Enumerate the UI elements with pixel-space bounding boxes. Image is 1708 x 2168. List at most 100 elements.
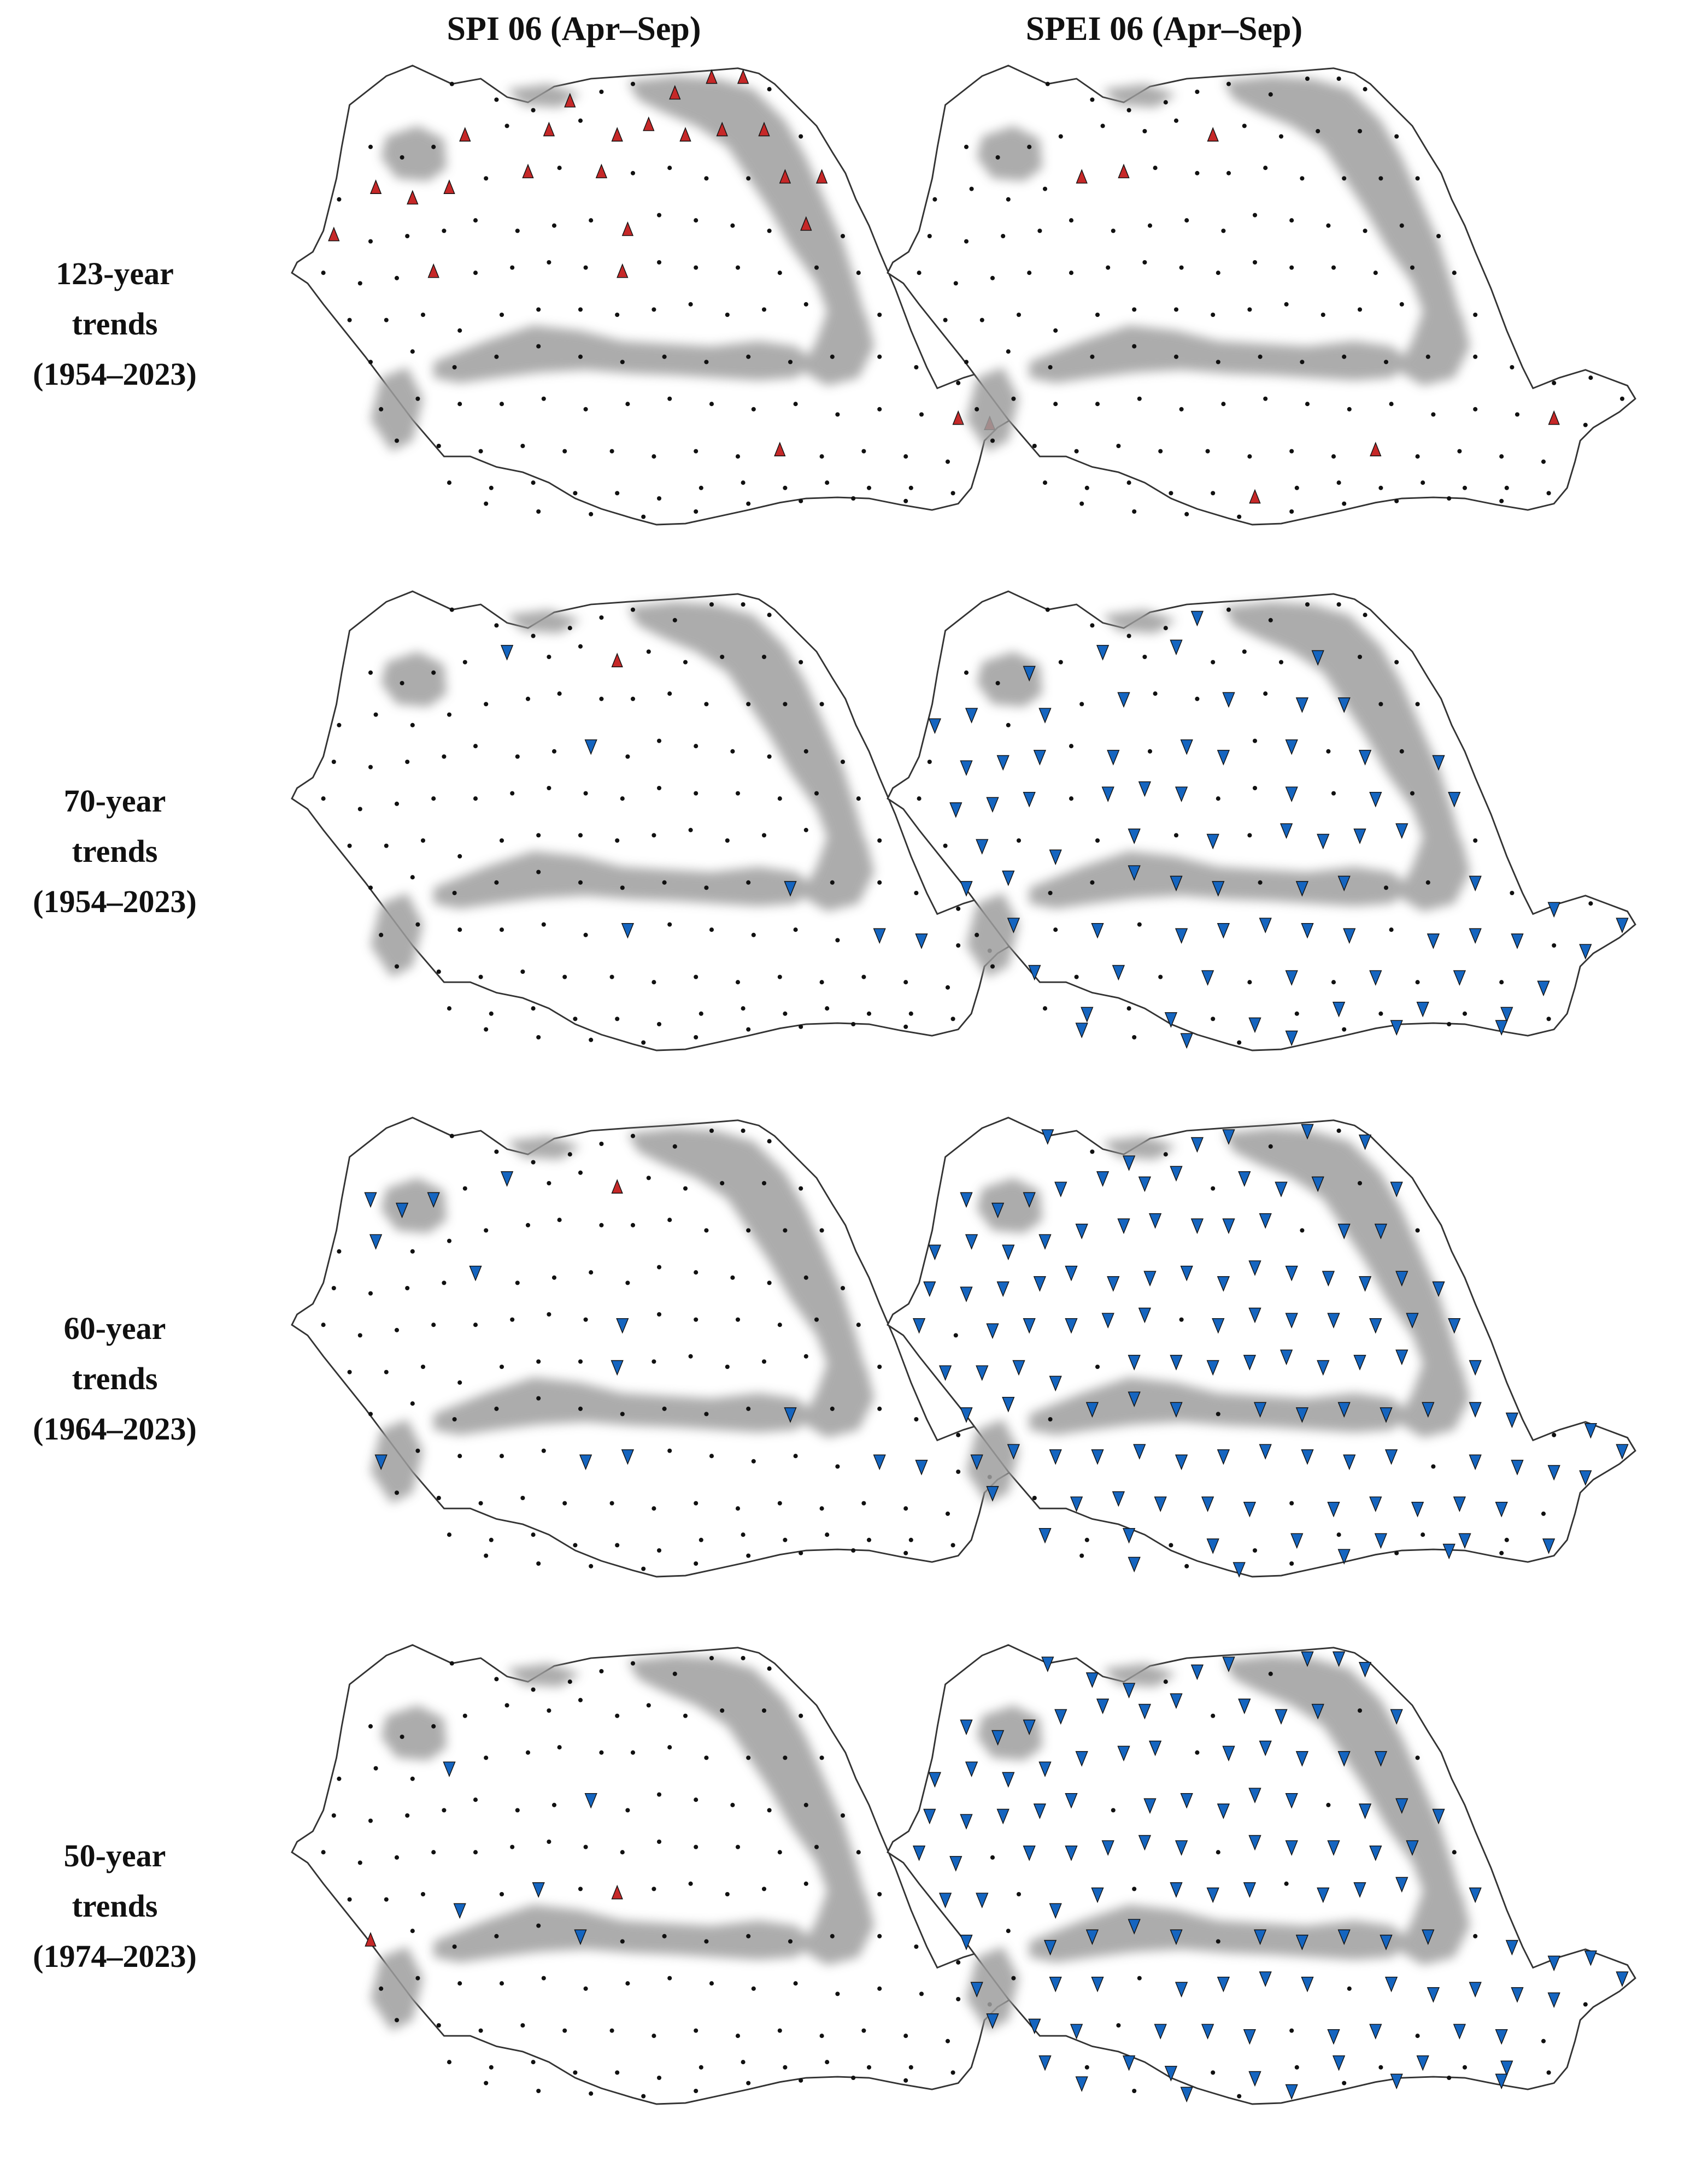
station-dot bbox=[1173, 354, 1179, 359]
station-dot bbox=[667, 922, 672, 927]
red-triangle-up-icon bbox=[716, 121, 728, 137]
blue-triangle-down-icon bbox=[1390, 1020, 1403, 1036]
blue-triangle-down-icon bbox=[1337, 1224, 1351, 1239]
station-dot bbox=[956, 1432, 961, 1437]
station-dot bbox=[1074, 449, 1079, 454]
station-dot bbox=[819, 454, 824, 459]
station-dot bbox=[615, 312, 620, 318]
red-triangle-up-icon bbox=[706, 69, 718, 84]
station-dot bbox=[484, 1228, 489, 1233]
blue-triangle-down-icon bbox=[1395, 823, 1408, 839]
station-dot bbox=[725, 312, 730, 318]
map-panel-r1-spei bbox=[888, 66, 1635, 525]
row-label-line: (1954–2023) bbox=[33, 356, 197, 392]
station-dot bbox=[494, 880, 499, 885]
station-dot bbox=[473, 744, 478, 749]
red-triangle-up-icon bbox=[1076, 169, 1088, 184]
station-dot bbox=[856, 271, 861, 275]
blue-triangle-down-icon bbox=[1584, 1950, 1598, 1966]
station-dot bbox=[1226, 171, 1231, 175]
station-dot bbox=[914, 1944, 919, 1949]
station-dot bbox=[746, 354, 751, 359]
blue-triangle-down-icon bbox=[1369, 1318, 1382, 1334]
station-dot bbox=[489, 1011, 494, 1016]
station-dot bbox=[1142, 654, 1147, 660]
red-triangle-up-icon bbox=[459, 127, 471, 142]
station-dot bbox=[1278, 660, 1284, 665]
blue-triangle-down-icon bbox=[1495, 2073, 1508, 2090]
station-dot bbox=[368, 1412, 373, 1417]
blue-triangle-down-icon bbox=[986, 2013, 999, 2029]
station-dot bbox=[746, 1553, 751, 1558]
blue-triangle-down-icon bbox=[1023, 1845, 1036, 1861]
red-triangle-up-icon bbox=[669, 85, 681, 100]
blue-triangle-down-icon bbox=[1217, 1276, 1230, 1292]
station-dot bbox=[1137, 396, 1142, 401]
red-triangle-up-icon bbox=[1249, 489, 1261, 504]
blue-triangle-down-icon bbox=[1547, 1955, 1560, 1972]
blue-triangle-down-icon bbox=[1442, 1543, 1455, 1560]
station-dot bbox=[735, 1506, 741, 1511]
red-triangle-up-icon bbox=[611, 1179, 623, 1194]
station-dot bbox=[578, 833, 583, 838]
station-dot bbox=[1184, 512, 1189, 516]
blue-triangle-down-icon bbox=[1453, 1496, 1466, 1512]
station-dot bbox=[630, 81, 636, 86]
station-dot bbox=[694, 1035, 699, 1040]
blue-triangle-down-icon bbox=[1201, 2024, 1214, 2040]
station-dot bbox=[541, 922, 546, 927]
station-dot bbox=[510, 265, 515, 270]
blue-triangle-down-icon bbox=[1616, 1444, 1629, 1460]
station-dot bbox=[861, 1501, 866, 1506]
blue-triangle-down-icon bbox=[1395, 1271, 1408, 1287]
blue-triangle-down-icon bbox=[1033, 1276, 1047, 1292]
station-dot bbox=[1268, 1671, 1273, 1676]
station-dot bbox=[457, 1981, 462, 1986]
blue-triangle-down-icon bbox=[1049, 849, 1062, 866]
station-dot bbox=[1268, 1144, 1273, 1149]
station-dot bbox=[557, 691, 562, 696]
station-dot bbox=[473, 271, 478, 275]
blue-triangle-down-icon bbox=[960, 1719, 973, 1736]
station-dot bbox=[788, 1939, 793, 1944]
blue-triangle-down-icon bbox=[1369, 2024, 1382, 2040]
station-dot bbox=[741, 1128, 746, 1133]
station-dot bbox=[1011, 1976, 1016, 1981]
station-dot bbox=[1378, 176, 1383, 181]
blue-triangle-down-icon bbox=[1096, 645, 1110, 661]
station-dot bbox=[615, 1713, 620, 1718]
station-dot bbox=[746, 1755, 751, 1760]
station-dot bbox=[799, 1186, 803, 1191]
station-dot bbox=[1473, 354, 1478, 359]
station-dot bbox=[452, 890, 457, 896]
station-dot bbox=[531, 1006, 536, 1011]
station-dot bbox=[1069, 796, 1074, 801]
blue-triangle-down-icon bbox=[1343, 1454, 1356, 1471]
station-dot bbox=[457, 328, 462, 333]
station-dot bbox=[394, 2018, 400, 2023]
station-dot bbox=[1184, 1564, 1189, 1568]
station-dot bbox=[1237, 1040, 1242, 1045]
station-dot bbox=[990, 438, 995, 443]
blue-triangle-down-icon bbox=[1122, 1527, 1136, 1544]
station-dot bbox=[557, 1218, 562, 1223]
station-dot bbox=[746, 1228, 751, 1233]
station-dot bbox=[694, 265, 699, 270]
station-dot bbox=[950, 1017, 955, 1021]
station-dot bbox=[1006, 197, 1011, 202]
station-dot bbox=[799, 1024, 803, 1029]
blue-triangle-down-icon bbox=[1353, 829, 1366, 844]
station-dot bbox=[1552, 943, 1557, 948]
station-dot bbox=[1305, 602, 1310, 607]
station-dot bbox=[410, 875, 415, 880]
station-dot bbox=[473, 218, 478, 223]
blue-triangle-down-icon bbox=[1206, 1538, 1219, 1554]
station-dot bbox=[589, 2091, 594, 2096]
station-dot bbox=[767, 613, 772, 618]
romania-map-outline bbox=[888, 591, 1635, 1050]
blue-triangle-down-icon bbox=[1002, 1772, 1015, 1788]
blue-triangle-down-icon bbox=[1358, 1661, 1372, 1678]
station-dot bbox=[499, 927, 504, 932]
blue-triangle-down-icon bbox=[1285, 1840, 1298, 1856]
station-dot bbox=[761, 1887, 767, 1891]
